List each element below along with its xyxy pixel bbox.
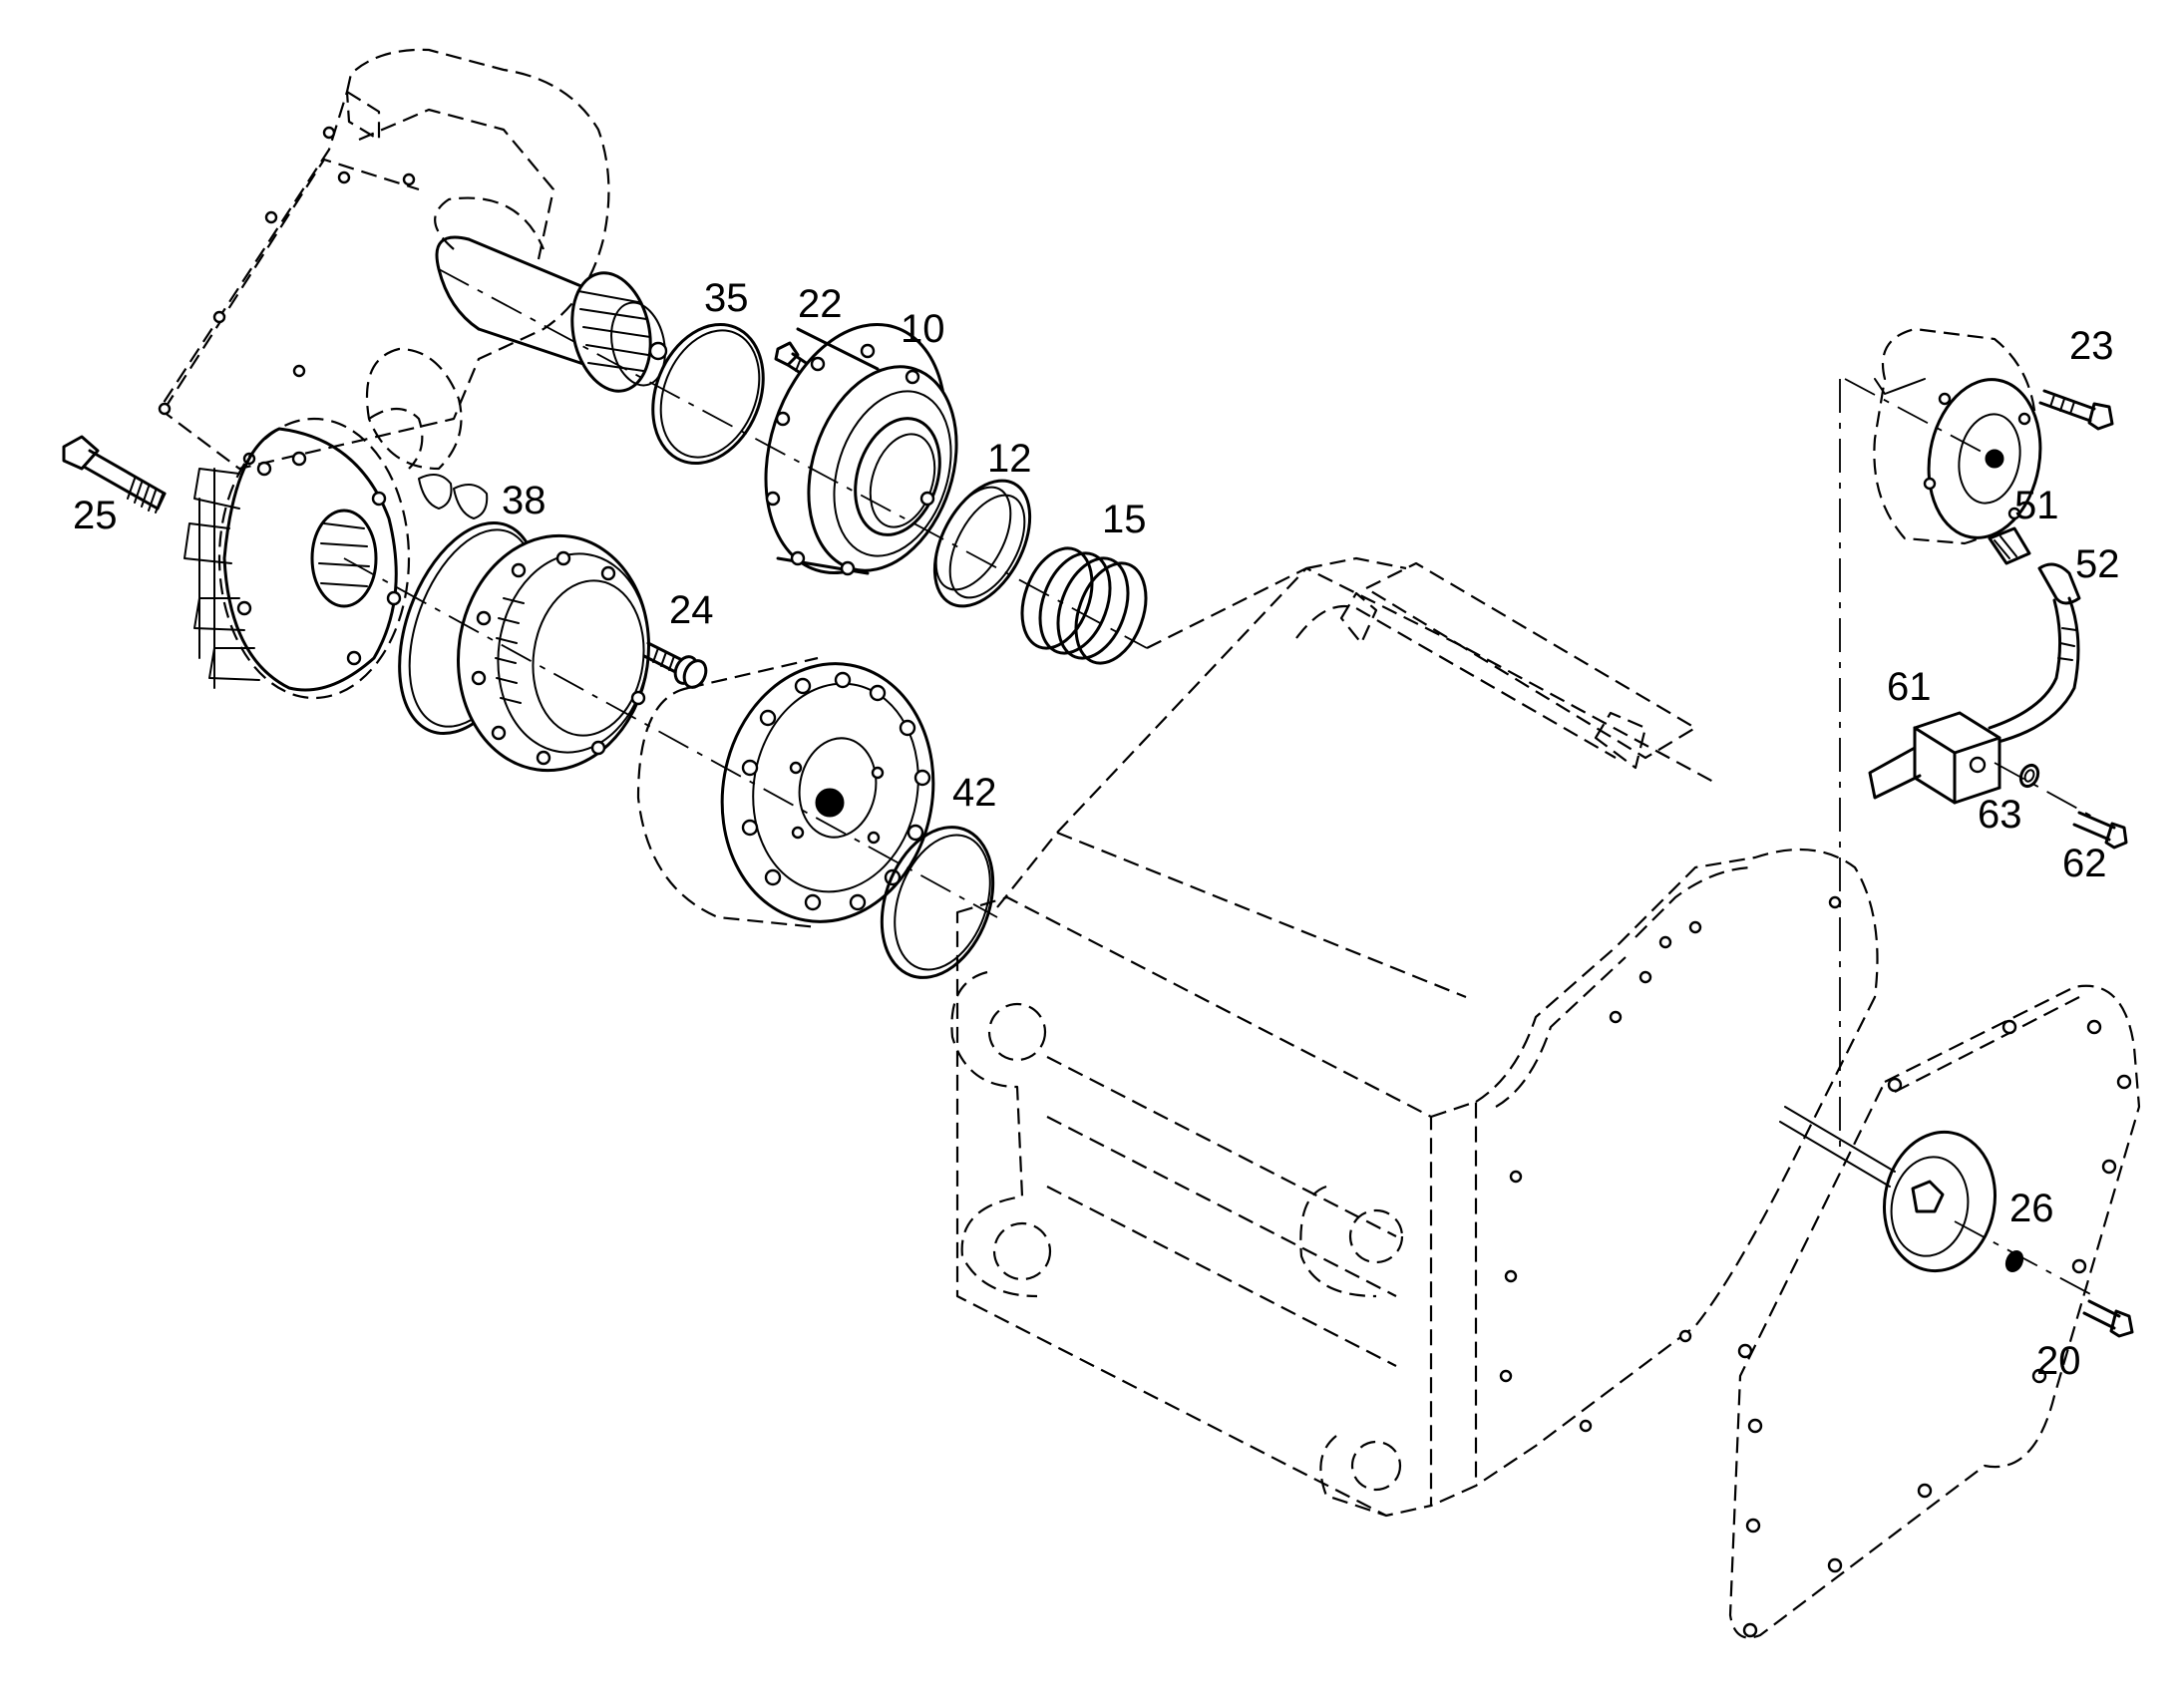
bearing-housing-10 — [764, 322, 958, 576]
main-centerline — [438, 268, 1148, 649]
spring-15 — [1020, 546, 1148, 665]
flange-ring-holes — [471, 550, 646, 766]
callout-23: 23 — [2069, 324, 2114, 368]
callout-22: 22 — [798, 282, 843, 326]
callout-labels: 35 22 10 12 15 25 38 24 42 23 51 52 61 6… — [73, 276, 2120, 1383]
bolt-25 — [62, 435, 167, 513]
washer-63 — [2018, 763, 2040, 789]
bolt-23 — [2038, 389, 2114, 431]
right-upper-centerline — [1844, 378, 1996, 460]
lower-right-cover-plate — [1728, 984, 2141, 1639]
drum-bolt-circle — [741, 671, 931, 911]
block-61 — [1868, 711, 2001, 805]
bolt-20 — [1954, 1220, 2134, 1338]
upper-right-cover — [1873, 327, 2042, 545]
callout-20: 20 — [2036, 1339, 2081, 1383]
callout-38: 38 — [502, 479, 546, 522]
bolt-62 — [1994, 762, 2128, 850]
main-frame-housing — [950, 556, 1879, 1518]
ring-12 — [932, 479, 1032, 608]
spline-shaft — [435, 235, 668, 393]
callout-15: 15 — [1102, 498, 1147, 541]
callout-51: 51 — [2014, 484, 2059, 527]
fitting-51 — [1988, 526, 2031, 565]
callout-52: 52 — [2075, 542, 2120, 586]
elbow-52 — [1988, 562, 2081, 745]
callout-10: 10 — [901, 307, 945, 351]
callout-35: 35 — [704, 276, 749, 320]
callout-12: 12 — [987, 437, 1032, 481]
washer-26 — [2004, 1249, 2024, 1273]
upper-gearbox-housing — [158, 48, 610, 471]
bolt-24 — [642, 641, 708, 689]
o-ring-35 — [651, 322, 765, 466]
callout-25: 25 — [73, 494, 118, 537]
callout-62: 62 — [2062, 842, 2107, 885]
callout-63: 63 — [1978, 793, 2022, 837]
hydraulic-motor-drum — [636, 656, 935, 929]
lower-centerline — [343, 557, 998, 918]
callout-24: 24 — [669, 588, 714, 632]
callout-42: 42 — [952, 771, 997, 815]
callout-26: 26 — [2009, 1187, 2054, 1230]
flange-ring — [457, 533, 650, 773]
ring-42 — [880, 826, 995, 979]
callout-61: 61 — [1887, 665, 1932, 709]
